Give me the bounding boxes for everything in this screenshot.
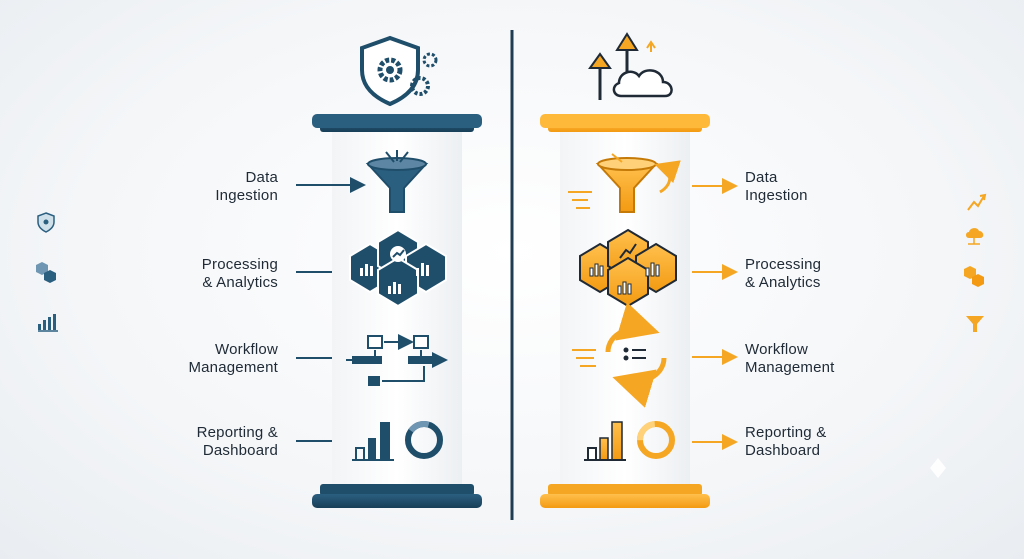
hexagon-analytics-icon — [349, 228, 447, 308]
hexagon-orange-small-icon — [964, 266, 984, 287]
cloud-small-icon — [966, 228, 984, 245]
right-label-processing-analytics: Processing & Analytics — [745, 256, 822, 291]
right-label-data-ingestion: Data Ingestion — [745, 169, 808, 204]
workflow-cycle-orange-icon — [572, 302, 667, 408]
shield-small-icon — [37, 212, 55, 233]
workflow-icon — [346, 334, 448, 386]
funnel-icon — [365, 150, 429, 213]
left-label-reporting-dashboard: Reporting & Dashboard — [196, 424, 278, 459]
right-label-workflow-management: Workflow Management — [745, 341, 835, 376]
bar-chart-donut-icon — [352, 421, 443, 461]
hexagon-analytics-orange-icon — [579, 228, 677, 308]
funnel-small-icon — [966, 316, 984, 332]
cloud-upload-arrows-icon — [588, 32, 673, 100]
bar-chart-donut-orange-icon — [584, 421, 675, 461]
bar-chart-small-icon — [38, 314, 58, 332]
sparkle-decoration — [930, 458, 946, 478]
left-label-workflow-management: Workflow Management — [188, 341, 278, 376]
left-label-data-ingestion: Data Ingestion — [215, 169, 278, 204]
right-label-reporting-dashboard: Reporting & Dashboard — [745, 424, 827, 459]
arrows-up-small-icon — [967, 193, 987, 211]
hexagon-small-icon — [36, 262, 56, 283]
shield-gear-icon — [360, 35, 438, 107]
left-label-processing-analytics: Processing & Analytics — [201, 256, 278, 291]
funnel-orange-icon — [568, 153, 681, 213]
